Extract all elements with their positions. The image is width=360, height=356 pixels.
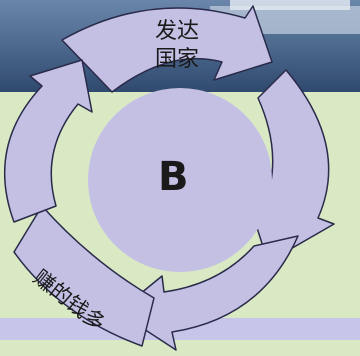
cycle-arrow-top	[61, 5, 273, 93]
cycle-arrow-right	[247, 69, 335, 263]
top-arrow-label: 发达 国家	[147, 18, 207, 74]
center-label: B	[158, 154, 189, 200]
cycle-arrow-left	[3, 59, 93, 223]
cycle-arrow-bottom	[117, 235, 299, 351]
cycle-arrow-bottom-left	[13, 205, 155, 347]
top-label-line2: 国家	[154, 47, 199, 72]
ship-deck	[230, 0, 350, 10]
center-circle	[88, 88, 272, 272]
top-label-line1: 发达	[154, 19, 199, 44]
